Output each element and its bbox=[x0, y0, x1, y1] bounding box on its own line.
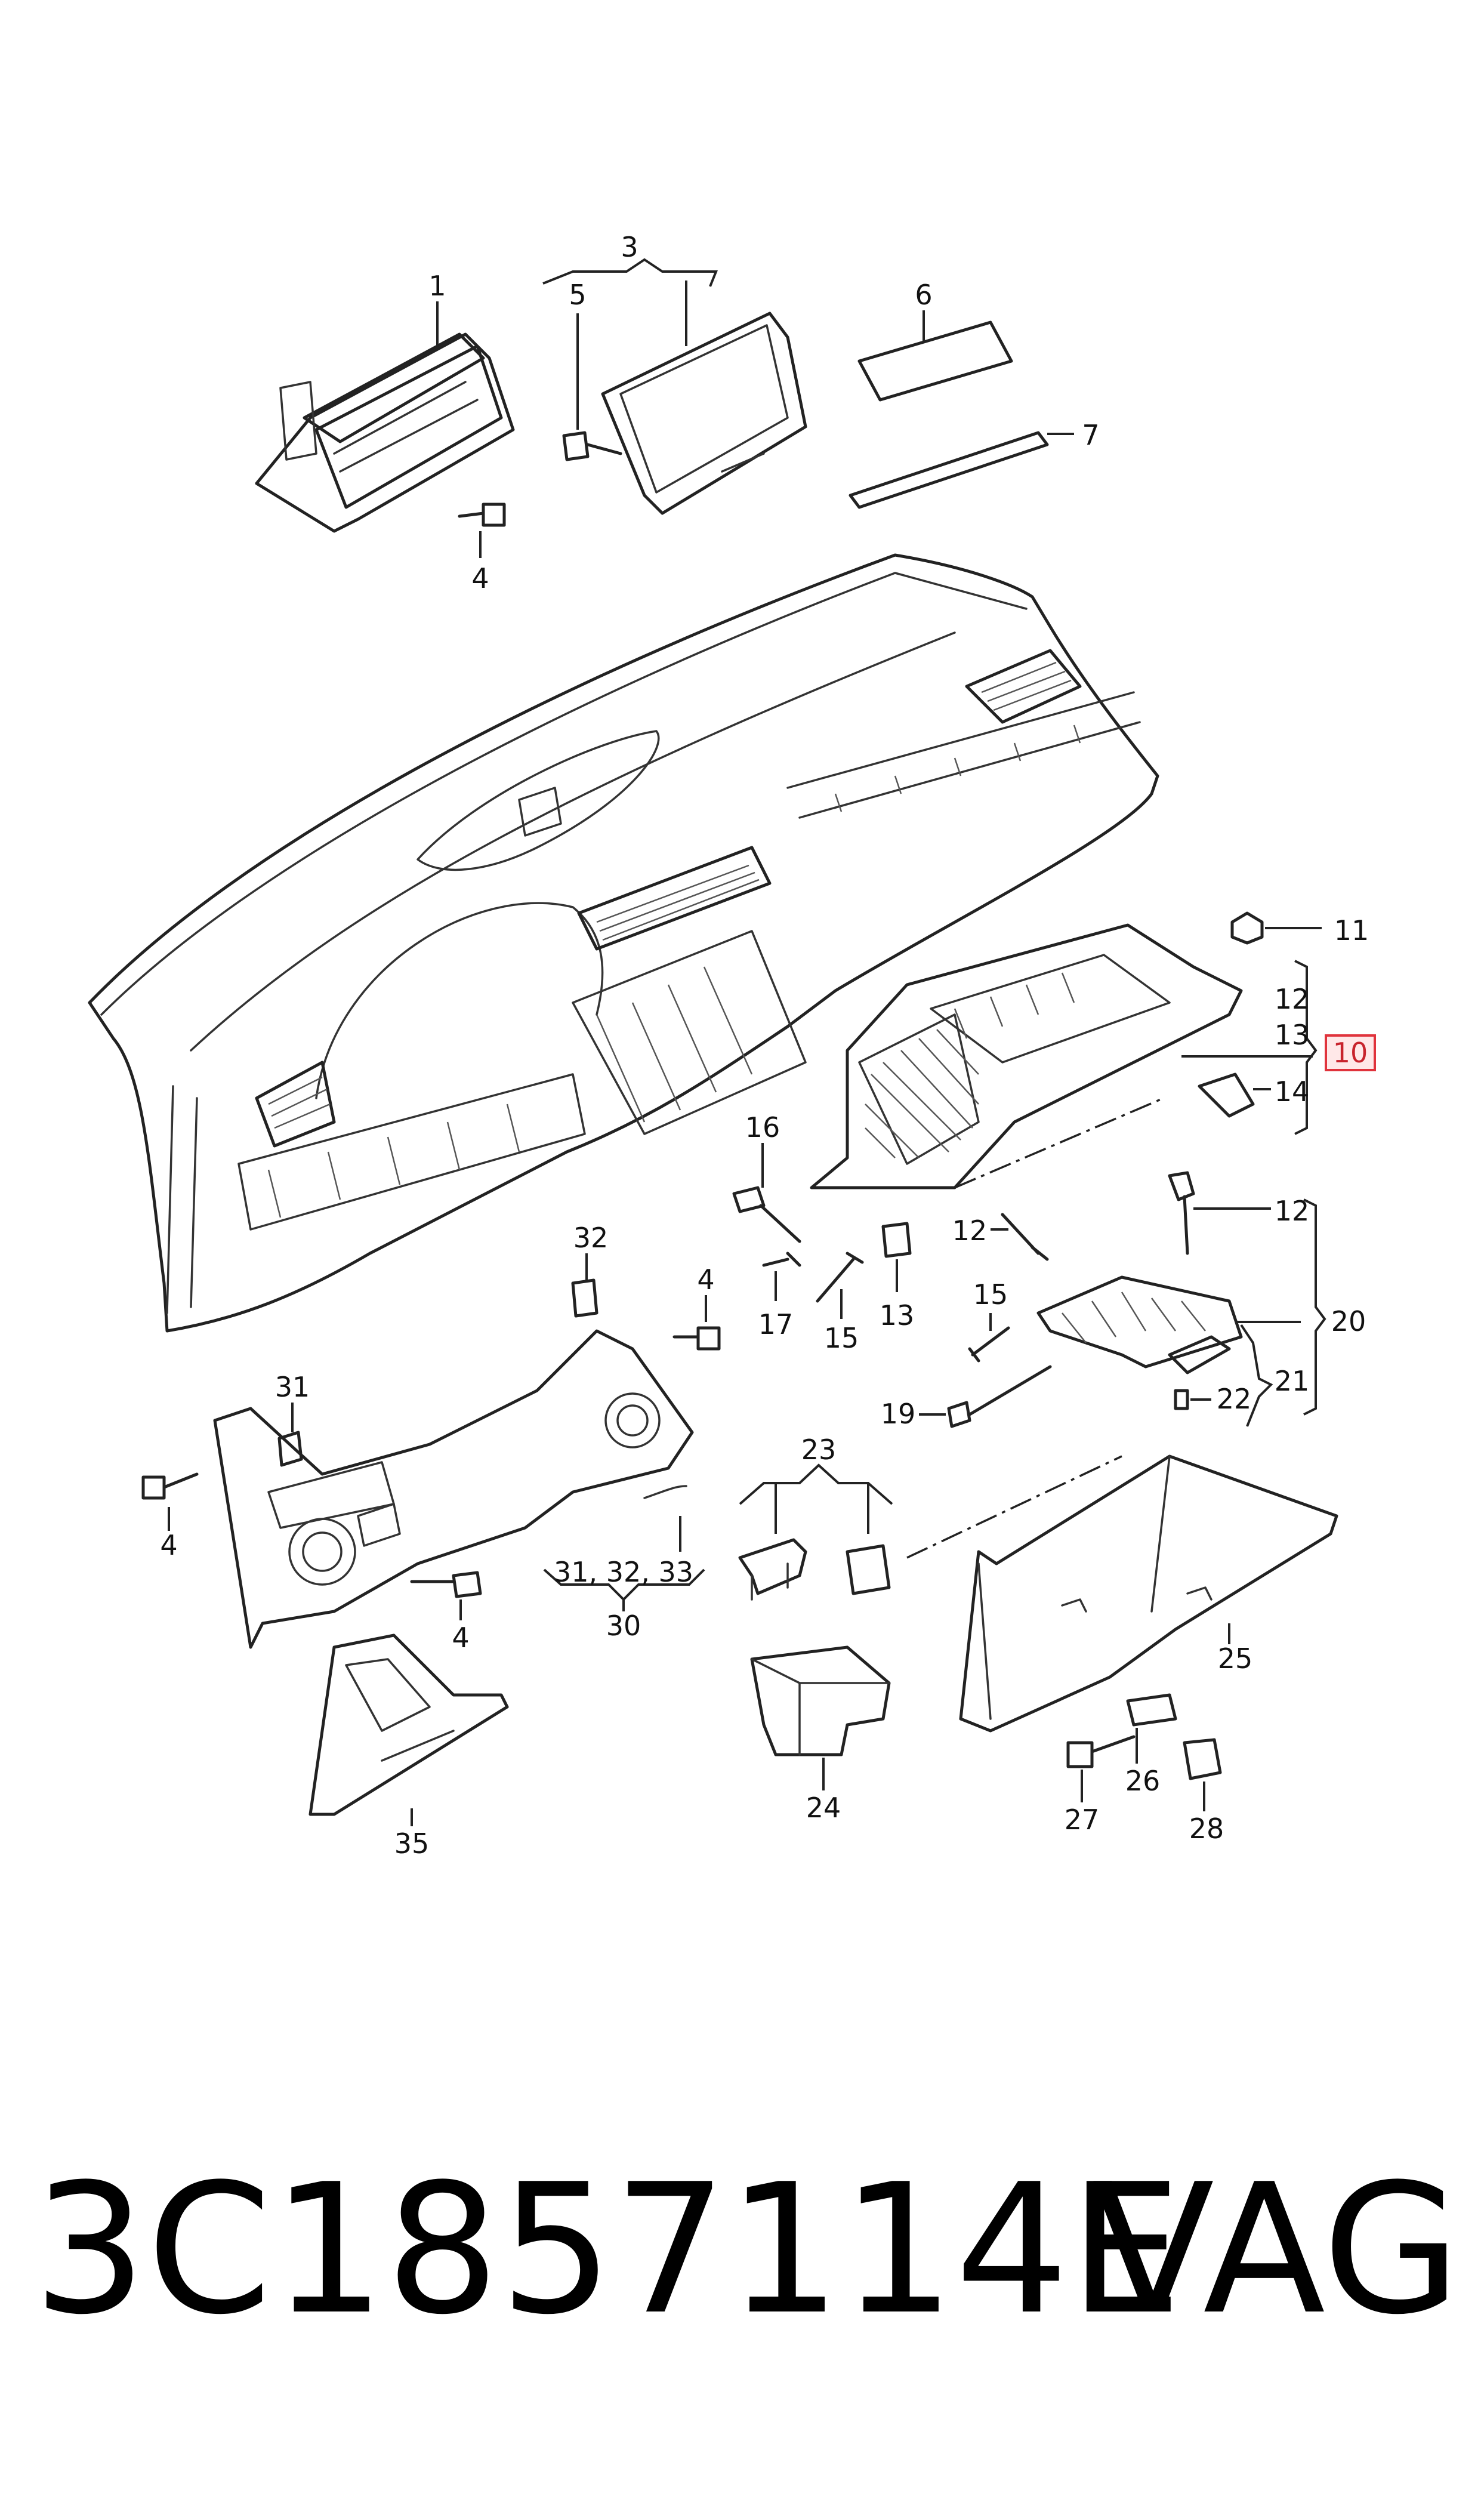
callout-28: 28 bbox=[1189, 1813, 1224, 1845]
callout-4b: 4 bbox=[697, 1263, 714, 1296]
callout-15a: 15 bbox=[824, 1322, 859, 1354]
callout-3: 3 bbox=[621, 231, 638, 263]
bracket-10 bbox=[1294, 960, 1318, 1135]
part-22-screw bbox=[1174, 1389, 1211, 1410]
part-24-storage-box bbox=[750, 1645, 891, 1790]
callout-10: 10 bbox=[1333, 1037, 1368, 1069]
main-dashboard bbox=[88, 553, 1159, 1333]
screw-4c bbox=[141, 1472, 199, 1531]
callout-35: 35 bbox=[394, 1827, 430, 1860]
callout-17: 17 bbox=[758, 1308, 794, 1340]
part-7-trim-frame bbox=[849, 431, 1074, 509]
part-11-clip bbox=[1230, 911, 1322, 945]
part-32-clip bbox=[571, 1253, 598, 1318]
part-15b-pin bbox=[968, 1313, 1010, 1363]
callout-14: 14 bbox=[1275, 1075, 1310, 1108]
callout-16: 16 bbox=[745, 1111, 780, 1144]
clip-5 bbox=[562, 313, 622, 461]
screw-4b bbox=[672, 1295, 721, 1351]
part-31-clip bbox=[277, 1403, 303, 1467]
callout-19: 19 bbox=[881, 1398, 916, 1430]
callout-13a: 13 bbox=[1275, 1019, 1310, 1051]
callout-5: 5 bbox=[569, 279, 586, 311]
callout-21: 21 bbox=[1275, 1365, 1310, 1397]
part-27-screw bbox=[1066, 1735, 1136, 1802]
callout-4c: 4 bbox=[160, 1529, 177, 1561]
callout-30: 30 bbox=[606, 1610, 641, 1642]
part-20-glovebox-lock-assembly bbox=[1036, 1171, 1326, 1416]
part-15a-pin bbox=[816, 1252, 864, 1319]
brand-label: VAG bbox=[1092, 2146, 1461, 2354]
callout-15b: 15 bbox=[973, 1278, 1008, 1311]
callout-26: 26 bbox=[1125, 1765, 1161, 1797]
part-14-bracket bbox=[1198, 1072, 1271, 1118]
part-16-cable bbox=[732, 1143, 801, 1243]
callout-4d: 4 bbox=[452, 1622, 469, 1654]
part-3-display-bezel bbox=[542, 258, 807, 515]
part-35-storage-tray bbox=[308, 1633, 509, 1826]
part-28-lock-cylinder bbox=[1183, 1738, 1222, 1811]
callout-24: 24 bbox=[806, 1792, 841, 1824]
screw-4d bbox=[410, 1571, 482, 1620]
part-30-lower-trim bbox=[213, 1329, 705, 1649]
callout-7: 7 bbox=[1082, 419, 1099, 451]
callout-12b: 12 bbox=[1275, 1195, 1310, 1227]
callout-6: 6 bbox=[915, 279, 932, 311]
callout-13b: 13 bbox=[880, 1299, 915, 1332]
part-26-latch bbox=[1126, 1693, 1177, 1764]
part-25-glovebox bbox=[959, 1454, 1338, 1733]
part-23-clips bbox=[738, 1455, 1122, 1601]
part-13b-clip bbox=[881, 1222, 912, 1292]
callout-labels: 1 3 5 6 7 4 11 12 13 10 14 16 32 4 12 12… bbox=[160, 231, 1376, 1860]
callout-4a: 4 bbox=[471, 562, 489, 594]
callout-32: 32 bbox=[573, 1222, 609, 1254]
part-6-display-panel bbox=[857, 310, 1013, 402]
part-number-label: 3C1857114E bbox=[33, 2146, 1182, 2354]
callout-27: 27 bbox=[1065, 1804, 1100, 1836]
part-19-cable bbox=[919, 1365, 1052, 1428]
callout-31-32-33: 31, 32, 33 bbox=[554, 1556, 693, 1588]
callout-10-highlight-box bbox=[1325, 1034, 1376, 1071]
callout-1: 1 bbox=[428, 270, 446, 302]
callout-22: 22 bbox=[1217, 1383, 1252, 1415]
glovebox-housing-10 bbox=[810, 923, 1313, 1189]
callout-11: 11 bbox=[1334, 914, 1369, 947]
part-12b-pin bbox=[991, 1213, 1049, 1261]
callout-23: 23 bbox=[801, 1434, 837, 1466]
part-17-screw bbox=[762, 1252, 801, 1301]
callout-25: 25 bbox=[1218, 1642, 1253, 1675]
callout-20: 20 bbox=[1331, 1305, 1366, 1337]
part-21-lock bbox=[1168, 1324, 1273, 1427]
callout-31: 31 bbox=[275, 1371, 310, 1403]
callout-12c: 12 bbox=[952, 1215, 988, 1247]
callout-12a: 12 bbox=[1275, 983, 1310, 1015]
screw-4a bbox=[458, 503, 506, 558]
part-1-console-frame bbox=[255, 301, 515, 533]
